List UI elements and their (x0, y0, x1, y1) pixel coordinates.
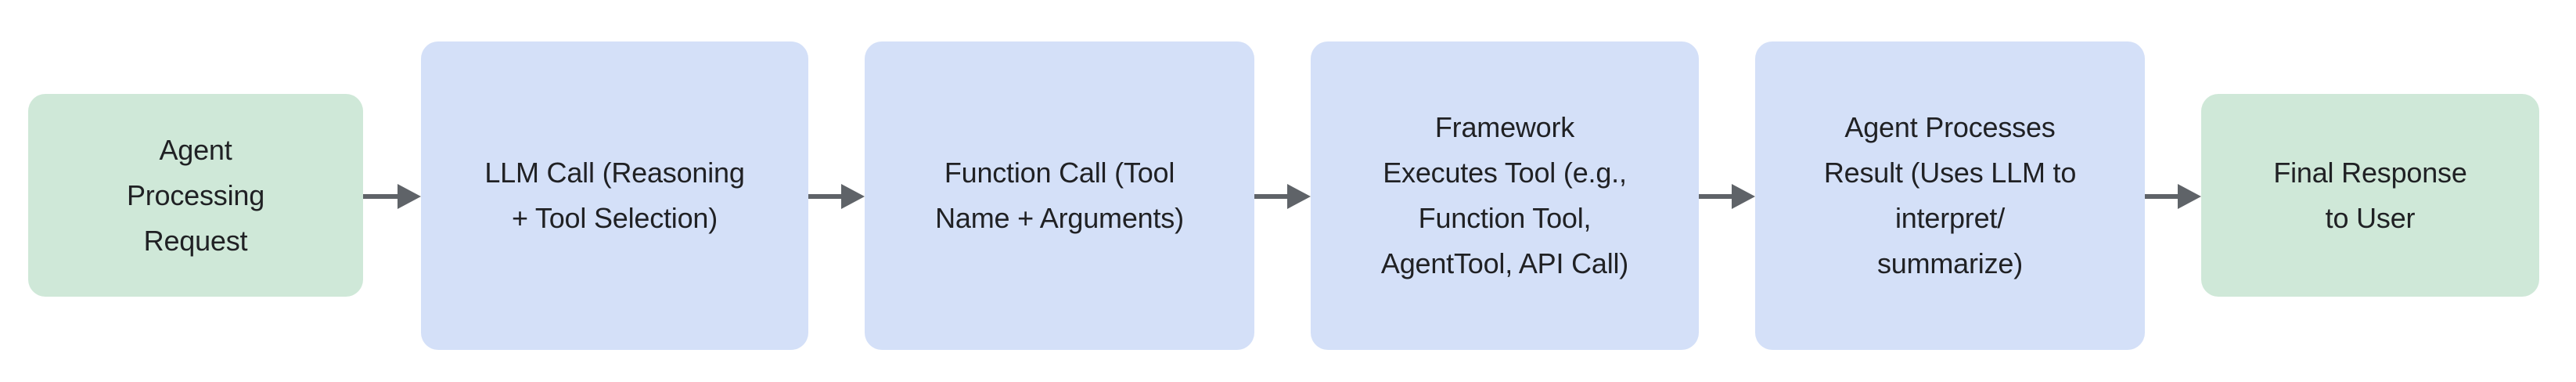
node-label: Agent Processing Request (126, 133, 265, 257)
node-function-call[interactable]: Function Call (Tool Name + Arguments) (865, 41, 1254, 350)
arrow-node1-to-node2 (363, 179, 421, 214)
node-label: LLM Call (Reasoning + Tool Selection) (484, 157, 745, 234)
node-final-response-to-user[interactable]: Final Response to User (2201, 94, 2539, 297)
node-label: Final Response to User (2273, 156, 2467, 234)
node-framework-executes-tool[interactable]: Framework Executes Tool (e.g., Function … (1311, 41, 1699, 350)
node-label: Function Call (Tool Name + Arguments) (935, 157, 1184, 234)
arrow-node4-to-node5 (1699, 179, 1755, 214)
arrow-node5-to-node6 (2145, 179, 2201, 214)
arrow-node3-to-node4 (1254, 179, 1311, 214)
node-llm-call[interactable]: LLM Call (Reasoning + Tool Selection) (421, 41, 808, 350)
node-label: Framework Executes Tool (e.g., Function … (1380, 111, 1629, 279)
node-agent-processing-request[interactable]: Agent Processing Request (28, 94, 363, 297)
node-agent-processes-result[interactable]: Agent Processes Result (Uses LLM to inte… (1755, 41, 2145, 350)
arrow-node2-to-node3 (808, 179, 865, 214)
node-label: Agent Processes Result (Uses LLM to inte… (1823, 111, 2077, 279)
